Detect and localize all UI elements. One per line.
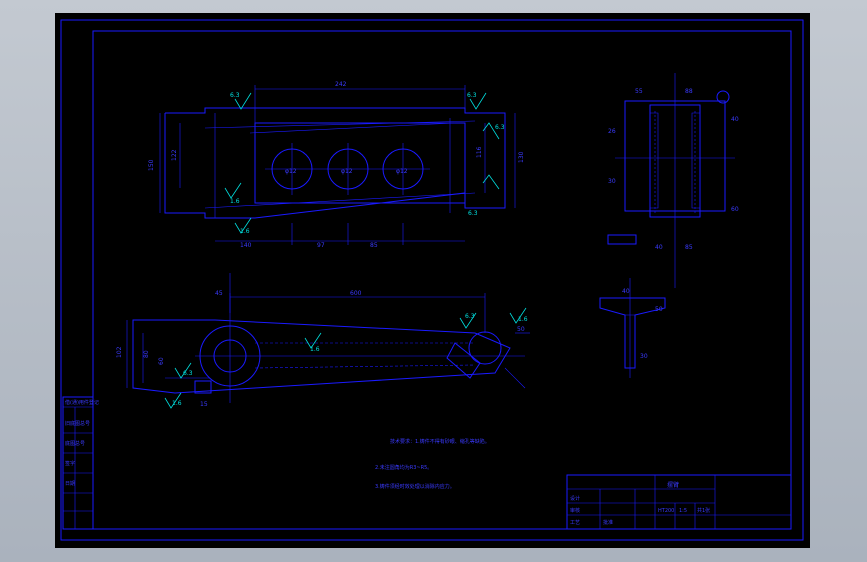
roughness-tv-5: 6.3 <box>468 210 478 217</box>
section-view: 55 88 26 40 30 60 40 85 <box>607 73 739 288</box>
tb-row-1: 设计 <box>570 495 580 502</box>
dim-left-b: 122 <box>171 149 178 161</box>
strip-label-3: 底图总号 <box>65 440 85 447</box>
sec-dim-1: 55 <box>635 88 643 95</box>
roughness-tv-4: 1.6 <box>230 198 240 205</box>
dim-top-width: 242 <box>335 81 347 88</box>
roughness-av-4: 1.6 <box>172 400 182 407</box>
hole-1-dia: φ12 <box>285 168 297 175</box>
arm-dim-small: 15 <box>200 401 208 408</box>
roughness-tv-3: 6.3 <box>495 124 505 131</box>
detail-dim-3: 30 <box>640 353 648 360</box>
note-1: 技术要求：1.铸件不得有砂眼、缩孔等缺陷。 <box>390 438 490 445</box>
strip-label-1: 借(通)用件登记 <box>65 399 99 406</box>
detail-dim-1: 40 <box>622 288 630 295</box>
tb-row-2: 审核 <box>570 507 580 514</box>
sec-dim-2: 88 <box>685 88 693 95</box>
dim-bottom-b: 97 <box>317 242 325 249</box>
roughness-av-1: 6.3 <box>465 313 475 320</box>
arm-dim-left: 45 <box>215 290 223 297</box>
tb-sheet: 共1张 <box>697 507 710 514</box>
sec-dim-6: 60 <box>731 206 739 213</box>
roughness-tv-6: 1.6 <box>240 228 250 235</box>
sec-dim-3: 26 <box>608 128 616 135</box>
dim-bottom-c: 85 <box>370 242 378 249</box>
arm-view: 600 45 102 80 60 15 50 6.3 1.6 6.3 1.6 1… <box>116 273 530 409</box>
left-strip: 借(通)用件登记 旧底图总号 底图总号 签字 日期 <box>62 396 99 530</box>
tb-row-3: 工艺 <box>570 520 580 526</box>
detail-dim-2: 50 <box>655 306 663 313</box>
sec-dim-7: 40 <box>655 244 663 251</box>
dim-bottom-a: 140 <box>240 242 252 249</box>
outer-frame <box>60 19 804 541</box>
dim-right-a: 116 <box>476 146 483 158</box>
roughness-tv-2: 6.3 <box>467 92 477 99</box>
sec-dim-8: 85 <box>685 244 693 251</box>
tb-row-4: 批准 <box>603 519 613 526</box>
roughness-av-3: 6.3 <box>183 370 193 377</box>
note-3: 3.铸件须经时效处理以消除内应力。 <box>375 483 455 490</box>
detail-view: 40 50 30 <box>599 278 666 378</box>
arm-dim-right: 50 <box>517 326 525 333</box>
hole-3-dia: φ12 <box>396 168 408 175</box>
strip-label-2: 旧底图总号 <box>65 420 90 427</box>
arm-dim-ht-a: 102 <box>116 346 123 358</box>
inner-frame <box>92 30 792 530</box>
sec-dim-4: 40 <box>731 116 739 123</box>
technical-notes: 技术要求：1.铸件不得有砂眼、缩孔等缺陷。 2.未注圆角均为R3~R5。 3.铸… <box>375 438 490 490</box>
top-view: 242 140 97 85 150 122 116 130 φ12 φ12 φ1… <box>148 81 525 249</box>
strip-label-5: 日期 <box>65 481 75 487</box>
arm-dim-ht-b: 80 <box>143 350 150 358</box>
tb-material: HT200 <box>658 508 674 514</box>
title-block: 设计 审核 工艺 批准 摆臂 HT200 1:5 共1张 <box>566 474 792 530</box>
note-2: 2.未注圆角均为R3~R5。 <box>375 464 432 471</box>
dim-left-a: 150 <box>148 159 155 171</box>
cad-drawing-canvas: 借(通)用件登记 旧底图总号 底图总号 签字 日期 242 140 97 85 <box>60 19 804 541</box>
drawing-sheet: 借(通)用件登记 旧底图总号 底图总号 签字 日期 242 140 97 85 <box>55 13 810 548</box>
roughness-tv-1: 6.3 <box>230 92 240 99</box>
hole-2-dia: φ12 <box>341 168 353 175</box>
roughness-av-5: 1.6 <box>518 316 528 323</box>
tb-part-name: 摆臂 <box>667 481 679 489</box>
strip-label-4: 签字 <box>65 460 75 467</box>
sec-dim-5: 30 <box>608 178 616 185</box>
dim-right-b: 130 <box>518 151 525 163</box>
roughness-av-2: 1.6 <box>310 346 320 353</box>
arm-dim-length: 600 <box>350 290 362 297</box>
tb-scale: 1:5 <box>679 508 687 514</box>
arm-dim-ht-c: 60 <box>158 357 165 365</box>
